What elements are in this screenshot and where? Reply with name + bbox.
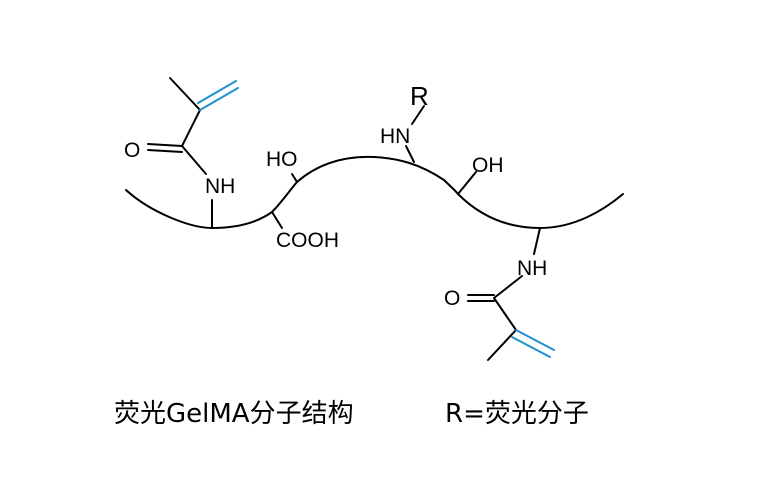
bond-carbonyl-double-1-left (147, 143, 183, 147)
label-amide-nh-left: NH (205, 175, 235, 198)
caption-r-definition: R=荧光分子 (445, 399, 589, 429)
bond-backbone-hn-mid (405, 145, 415, 163)
label-carbonyl-oxygen-left: O (124, 139, 140, 162)
vinyl-bond-1-right (515, 329, 555, 351)
bond-hydroxyl-right (457, 171, 477, 195)
label-r-group: R (410, 81, 429, 111)
vinyl-bond-1-left (199, 87, 239, 111)
bond-methyl-left (169, 77, 201, 111)
bond-carbonyl-alkene-left (181, 109, 201, 147)
bond-carbonyl-alkene-right (493, 297, 517, 331)
bond-methyl-right (487, 329, 517, 361)
label-amine-hn-mid: HN (380, 125, 410, 148)
backbone-chain (125, 155, 624, 230)
vinyl-bond-2-left (197, 80, 237, 104)
label-carbonyl-oxygen-right: O (444, 287, 460, 310)
label-carboxyl: COOH (276, 229, 339, 252)
bond-hydroxyl-top-left (291, 173, 298, 183)
bond-carboxyl (271, 211, 283, 229)
label-amide-nh-right: NH (517, 257, 547, 280)
vinyl-bond-2-right (511, 336, 551, 358)
label-hydroxyl-right: OH (472, 154, 504, 177)
bond-nh-carbonyl-left (181, 145, 207, 175)
bond-backbone-nh-right (533, 227, 541, 255)
caption-structure-title: 荧光GelMA分子结构 (114, 399, 354, 429)
bond-carbonyl-double-2-left (147, 149, 183, 153)
bond-hn-r (411, 105, 425, 125)
bond-nh-carbonyl-right (493, 275, 523, 299)
label-hydroxyl-top-left: HO (266, 148, 298, 171)
